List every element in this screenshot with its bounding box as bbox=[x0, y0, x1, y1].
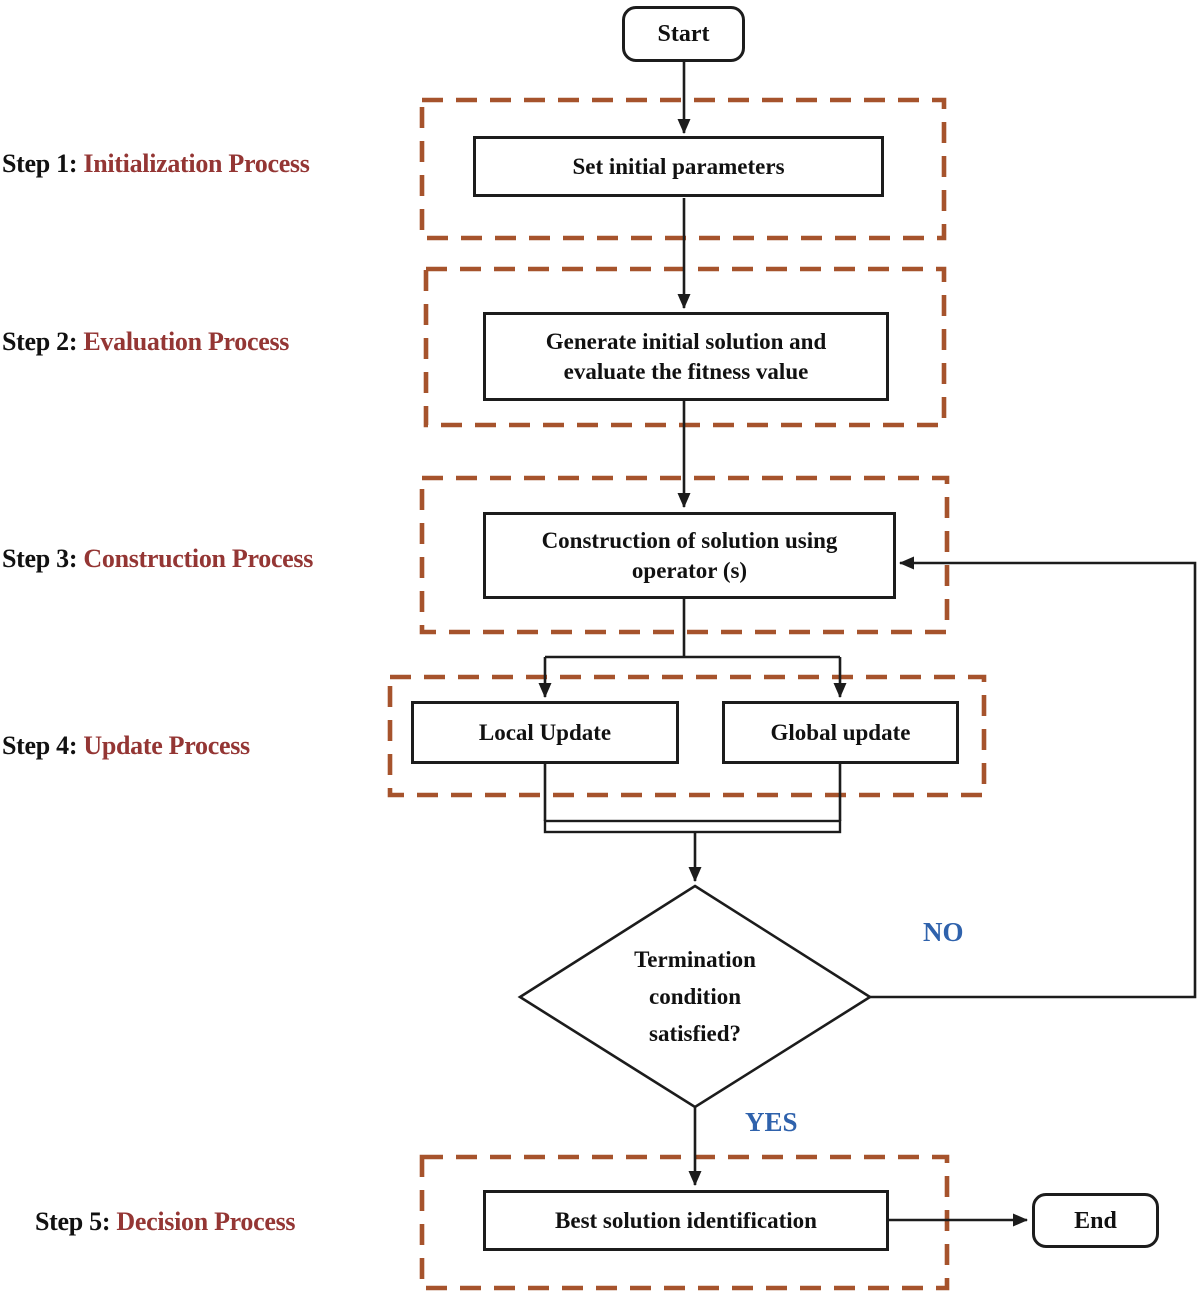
termination-label-line3: satisfied? bbox=[649, 1021, 741, 1046]
step5-dashed-container bbox=[419, 1154, 950, 1291]
end-node: End bbox=[1032, 1193, 1159, 1248]
termination-label-line1: Termination bbox=[634, 947, 756, 972]
step-label-3: Step 3: Construction Process bbox=[2, 544, 313, 574]
best-solution-node: Best solution identification bbox=[483, 1190, 889, 1251]
step-label-2-prefix: Step 2: bbox=[2, 327, 78, 356]
step-label-2: Step 2: Evaluation Process bbox=[2, 327, 289, 357]
local-update-node: Local Update bbox=[411, 701, 679, 764]
step-label-1-name: Initialization Process bbox=[83, 149, 310, 178]
step-label-3-prefix: Step 3: bbox=[2, 544, 78, 573]
global-update-node: Global update bbox=[722, 701, 959, 764]
step-label-5-name: Decision Process bbox=[116, 1207, 296, 1236]
step-label-4-prefix: Step 4: bbox=[2, 731, 78, 760]
generate-solution-label-line2: evaluate the fitness value bbox=[563, 358, 809, 384]
best-solution-label: Best solution identification bbox=[555, 1207, 817, 1233]
step-label-2-name: Evaluation Process bbox=[83, 327, 290, 356]
edge-no-loop bbox=[870, 556, 1197, 999]
yes-branch-label: YES bbox=[745, 1107, 798, 1137]
construction-node: Construction of solution using operator … bbox=[483, 512, 896, 599]
construction-label-line2: operator (s) bbox=[631, 557, 748, 583]
start-node: Start bbox=[622, 6, 745, 62]
termination-decision-shape bbox=[517, 884, 873, 1109]
step4-dashed-container bbox=[387, 674, 987, 798]
start-node-label: Start bbox=[657, 21, 710, 47]
generate-solution-node: Generate initial solution and evaluate t… bbox=[483, 312, 889, 401]
step-label-5-prefix: Step 5: bbox=[35, 1207, 111, 1236]
end-node-label: End bbox=[1074, 1207, 1117, 1234]
global-update-label: Global update bbox=[770, 719, 911, 745]
step-label-5: Step 5: Decision Process bbox=[35, 1207, 296, 1237]
step-label-3-name: Construction Process bbox=[83, 544, 314, 573]
step-label-1: Step 1: Initialization Process bbox=[2, 149, 310, 179]
termination-label-line2: condition bbox=[648, 984, 742, 1009]
local-update-label: Local Update bbox=[478, 719, 612, 745]
construction-label-line1: Construction of solution using bbox=[541, 527, 838, 553]
merge-connector-bar bbox=[543, 819, 842, 834]
set-parameters-label: Set initial parameters bbox=[572, 153, 785, 179]
generate-solution-label-line1: Generate initial solution and bbox=[545, 328, 827, 354]
set-parameters-node: Set initial parameters bbox=[473, 136, 884, 197]
step-label-4-name: Update Process bbox=[83, 731, 250, 760]
step-label-1-prefix: Step 1: bbox=[2, 149, 78, 178]
no-branch-label: NO bbox=[923, 917, 964, 947]
termination-decision-text: Termination condition satisfied? bbox=[575, 941, 815, 1052]
step-label-4: Step 4: Update Process bbox=[2, 731, 250, 761]
